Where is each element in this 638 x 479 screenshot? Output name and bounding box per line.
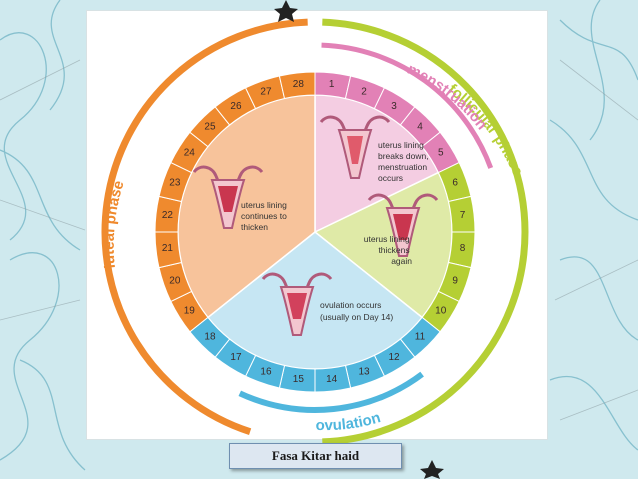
day-number: 14 bbox=[326, 374, 338, 385]
desc-line: thicken bbox=[241, 222, 268, 232]
day-number: 24 bbox=[184, 147, 196, 158]
day-number: 21 bbox=[162, 243, 174, 254]
menstruation-description: uterus lining breaks down, menstruation … bbox=[378, 140, 431, 183]
day-number: 10 bbox=[435, 306, 447, 317]
day-number: 12 bbox=[388, 352, 400, 363]
day-number: 28 bbox=[293, 79, 305, 90]
day-number: 5 bbox=[438, 147, 444, 158]
day-number: 22 bbox=[162, 210, 174, 221]
uterus-icon bbox=[367, 193, 439, 257]
day-number: 16 bbox=[260, 367, 272, 378]
desc-line: ovulation occurs bbox=[320, 300, 381, 310]
luteal-phase-arc bbox=[101, 18, 308, 436]
desc-line: occurs bbox=[378, 173, 403, 183]
desc-line: continues to bbox=[241, 211, 287, 221]
desc-line: uterus lining bbox=[378, 140, 424, 150]
day-number: 23 bbox=[169, 177, 181, 188]
phase-sectors bbox=[177, 94, 453, 370]
follicular-description: uterus lining thickens again bbox=[364, 234, 412, 266]
luteal-phase-text: luteal phase bbox=[101, 179, 128, 270]
day-number: 3 bbox=[391, 101, 397, 112]
uterus-icon bbox=[261, 272, 333, 336]
follicular-phase-arc bbox=[322, 18, 529, 446]
day-ring: 1234567891011121314151617181920212223242… bbox=[154, 71, 476, 393]
star-icon bbox=[420, 460, 444, 479]
day-number: 26 bbox=[230, 101, 242, 112]
day-number: 15 bbox=[293, 374, 305, 385]
desc-line: breaks down, bbox=[378, 151, 429, 161]
ovulation-arc bbox=[238, 371, 424, 413]
day-number: 4 bbox=[417, 121, 423, 132]
day-number: 19 bbox=[184, 306, 196, 317]
day-number: 20 bbox=[169, 276, 181, 287]
day-number: 27 bbox=[260, 86, 272, 97]
desc-line: uterus lining bbox=[241, 200, 287, 210]
caption-text: Fasa Kitar haid bbox=[271, 448, 360, 463]
menstruation-arc bbox=[321, 42, 494, 169]
desc-line: menstruation bbox=[378, 162, 427, 172]
caption-box: Fasa Kitar haid bbox=[229, 443, 402, 469]
day-number: 6 bbox=[452, 177, 458, 188]
desc-line: uterus lining bbox=[364, 234, 410, 244]
uterus-icon bbox=[192, 165, 264, 229]
desc-line: thickens bbox=[378, 245, 409, 255]
day-number: 1 bbox=[329, 79, 335, 90]
luteal-description: uterus lining continues to thicken bbox=[241, 200, 289, 232]
day-number: 18 bbox=[204, 332, 216, 343]
day-number: 25 bbox=[204, 121, 216, 132]
day-number: 2 bbox=[361, 86, 367, 97]
day-number: 8 bbox=[460, 243, 466, 254]
uterus-icon bbox=[319, 115, 391, 179]
day-number: 7 bbox=[460, 210, 466, 221]
ovulation-description: ovulation occurs (usually on Day 14) bbox=[320, 300, 393, 322]
desc-line: (usually on Day 14) bbox=[320, 312, 393, 322]
star-icon bbox=[274, 0, 298, 22]
day-number: 9 bbox=[452, 276, 458, 287]
luteal-phase-label: luteal phase bbox=[101, 179, 128, 270]
day-number: 17 bbox=[230, 352, 242, 363]
day-number: 13 bbox=[358, 367, 370, 378]
day-number: 11 bbox=[415, 332, 426, 343]
desc-line: again bbox=[391, 256, 412, 266]
day-segment bbox=[278, 71, 316, 100]
